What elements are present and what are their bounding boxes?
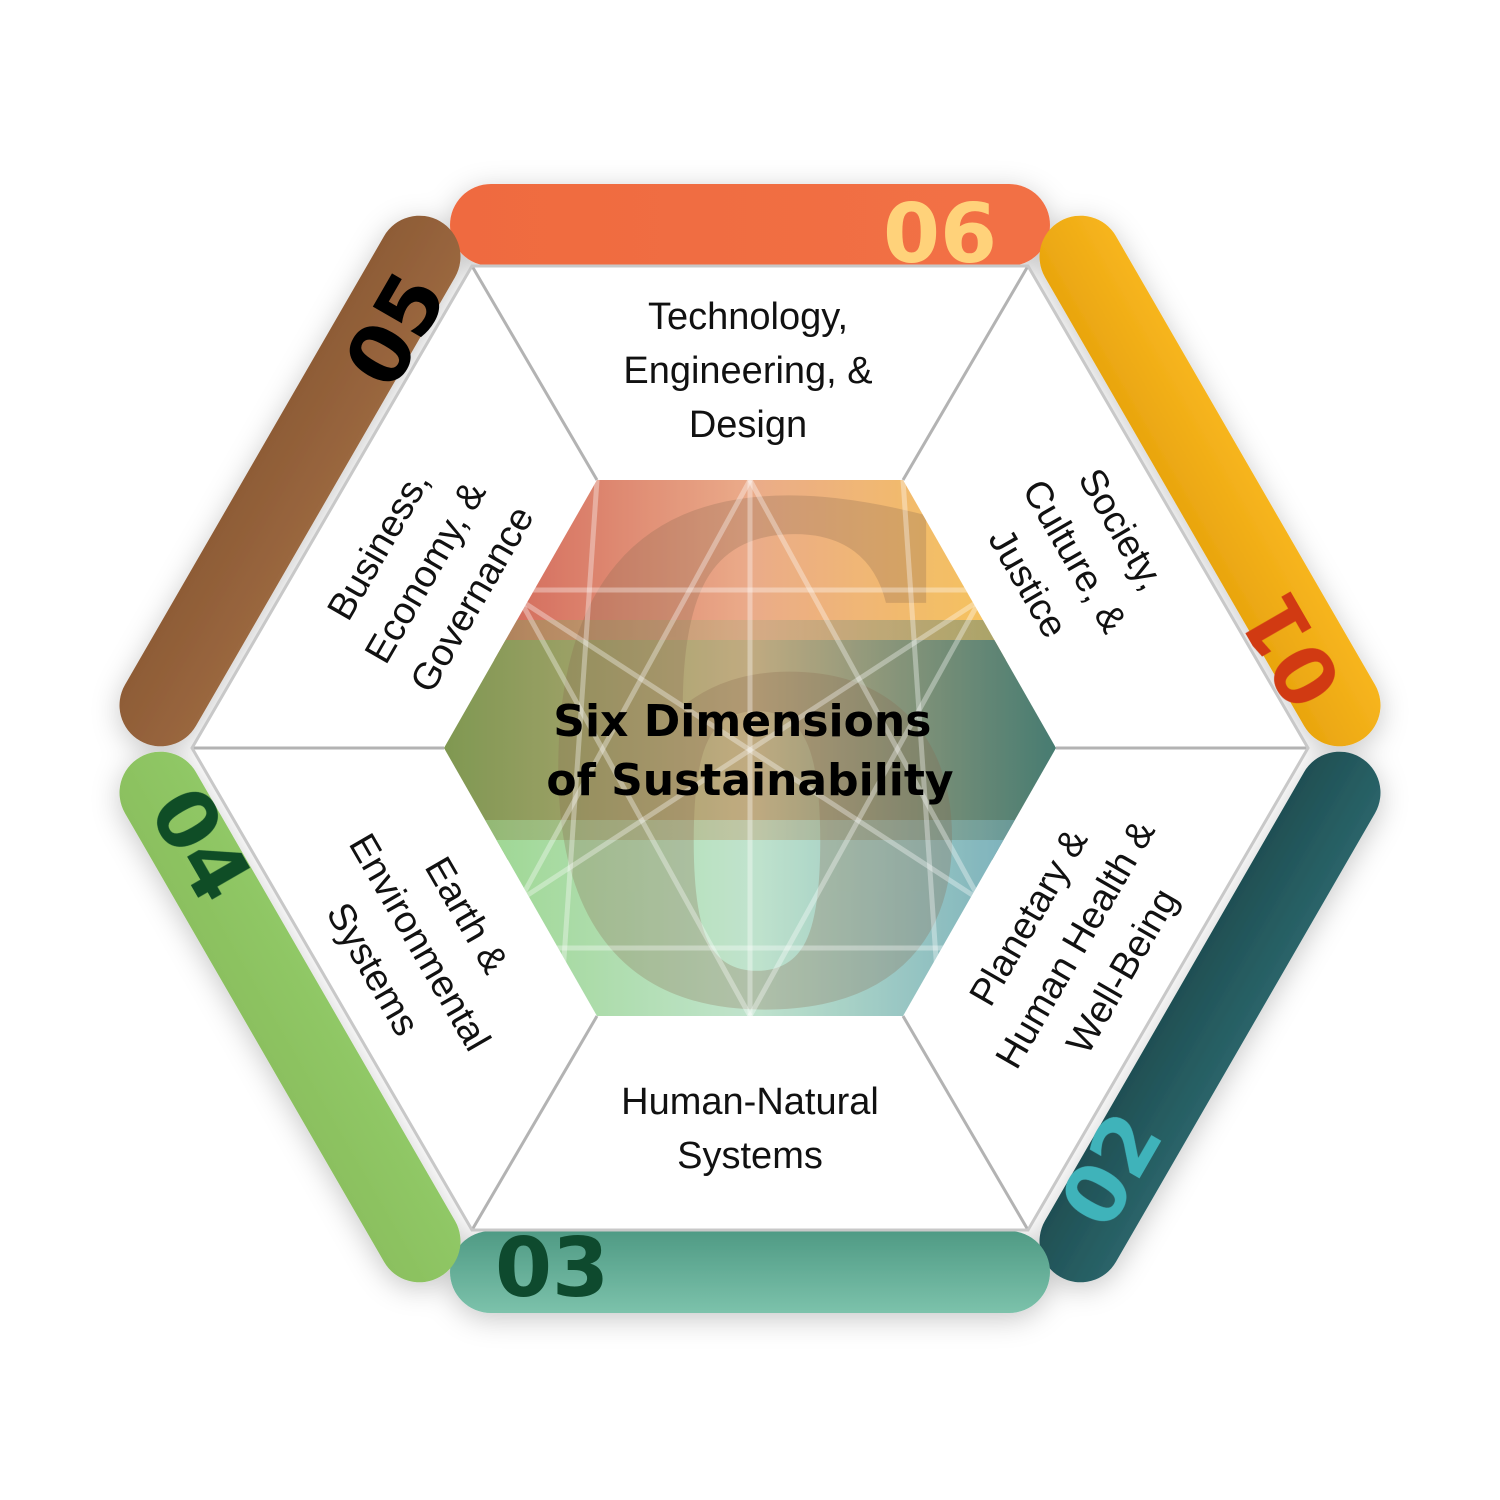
network-pattern	[444, 480, 1056, 1016]
label-line: Human-Natural	[621, 1081, 879, 1123]
diagram-title: Six Dimensions of Sustainability	[546, 696, 953, 806]
segment-border	[190, 264, 1310, 1232]
bar-02	[1039, 751, 1381, 1283]
label-line: Engineering, &	[623, 350, 872, 392]
bar-01	[1039, 215, 1381, 747]
label-technology-engineering-design: Technology, Engineering, & Design	[623, 296, 872, 446]
bar-06	[450, 184, 1050, 266]
label-line: Design	[689, 404, 807, 446]
watermark-six: 6	[515, 363, 988, 1161]
segment-dividers	[192, 265, 1308, 1231]
bar-03	[450, 1231, 1050, 1313]
bar-05	[119, 215, 461, 747]
outer-ring	[119, 184, 1381, 1313]
label-line: Systems	[677, 1135, 823, 1177]
bar-04	[119, 751, 461, 1283]
number-03: 03	[495, 1221, 609, 1316]
label-line: Technology,	[648, 296, 848, 338]
